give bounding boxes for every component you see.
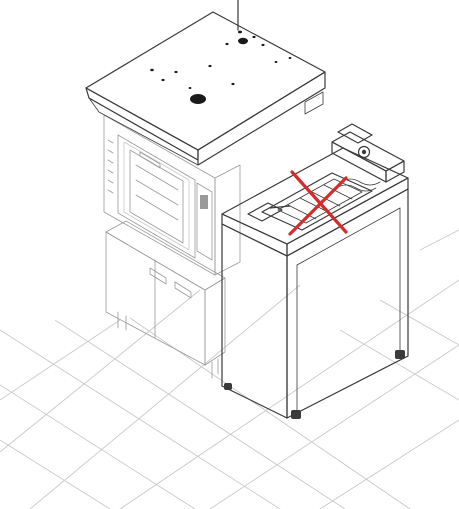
oven-control-panel — [196, 182, 213, 261]
fryer-foot — [291, 410, 301, 419]
deep-fryer — [221, 123, 409, 419]
fryer-foot — [224, 383, 232, 390]
fryer-basket-handle — [247, 202, 283, 222]
extraction-hood — [85, 0, 326, 166]
fryer-foot — [395, 350, 405, 359]
hood-side — [197, 71, 326, 166]
oven-door-frame — [117, 134, 196, 259]
fryer-oil-well — [261, 172, 373, 231]
oven-door-window — [129, 149, 184, 244]
oven-stack — [103, 114, 241, 379]
fryer-control-knob — [357, 145, 371, 159]
hood-vent-grille — [304, 91, 324, 115]
fryer-basket — [277, 178, 363, 224]
floor-grid — [0, 229, 459, 509]
combi-oven — [103, 114, 241, 276]
hood-exhaust-port — [190, 94, 206, 104]
oven-door-glass — [123, 141, 190, 251]
oven-base-cabinet — [105, 220, 226, 379]
prohibited-cross-mark — [288, 170, 348, 236]
hood-top — [85, 11, 326, 151]
